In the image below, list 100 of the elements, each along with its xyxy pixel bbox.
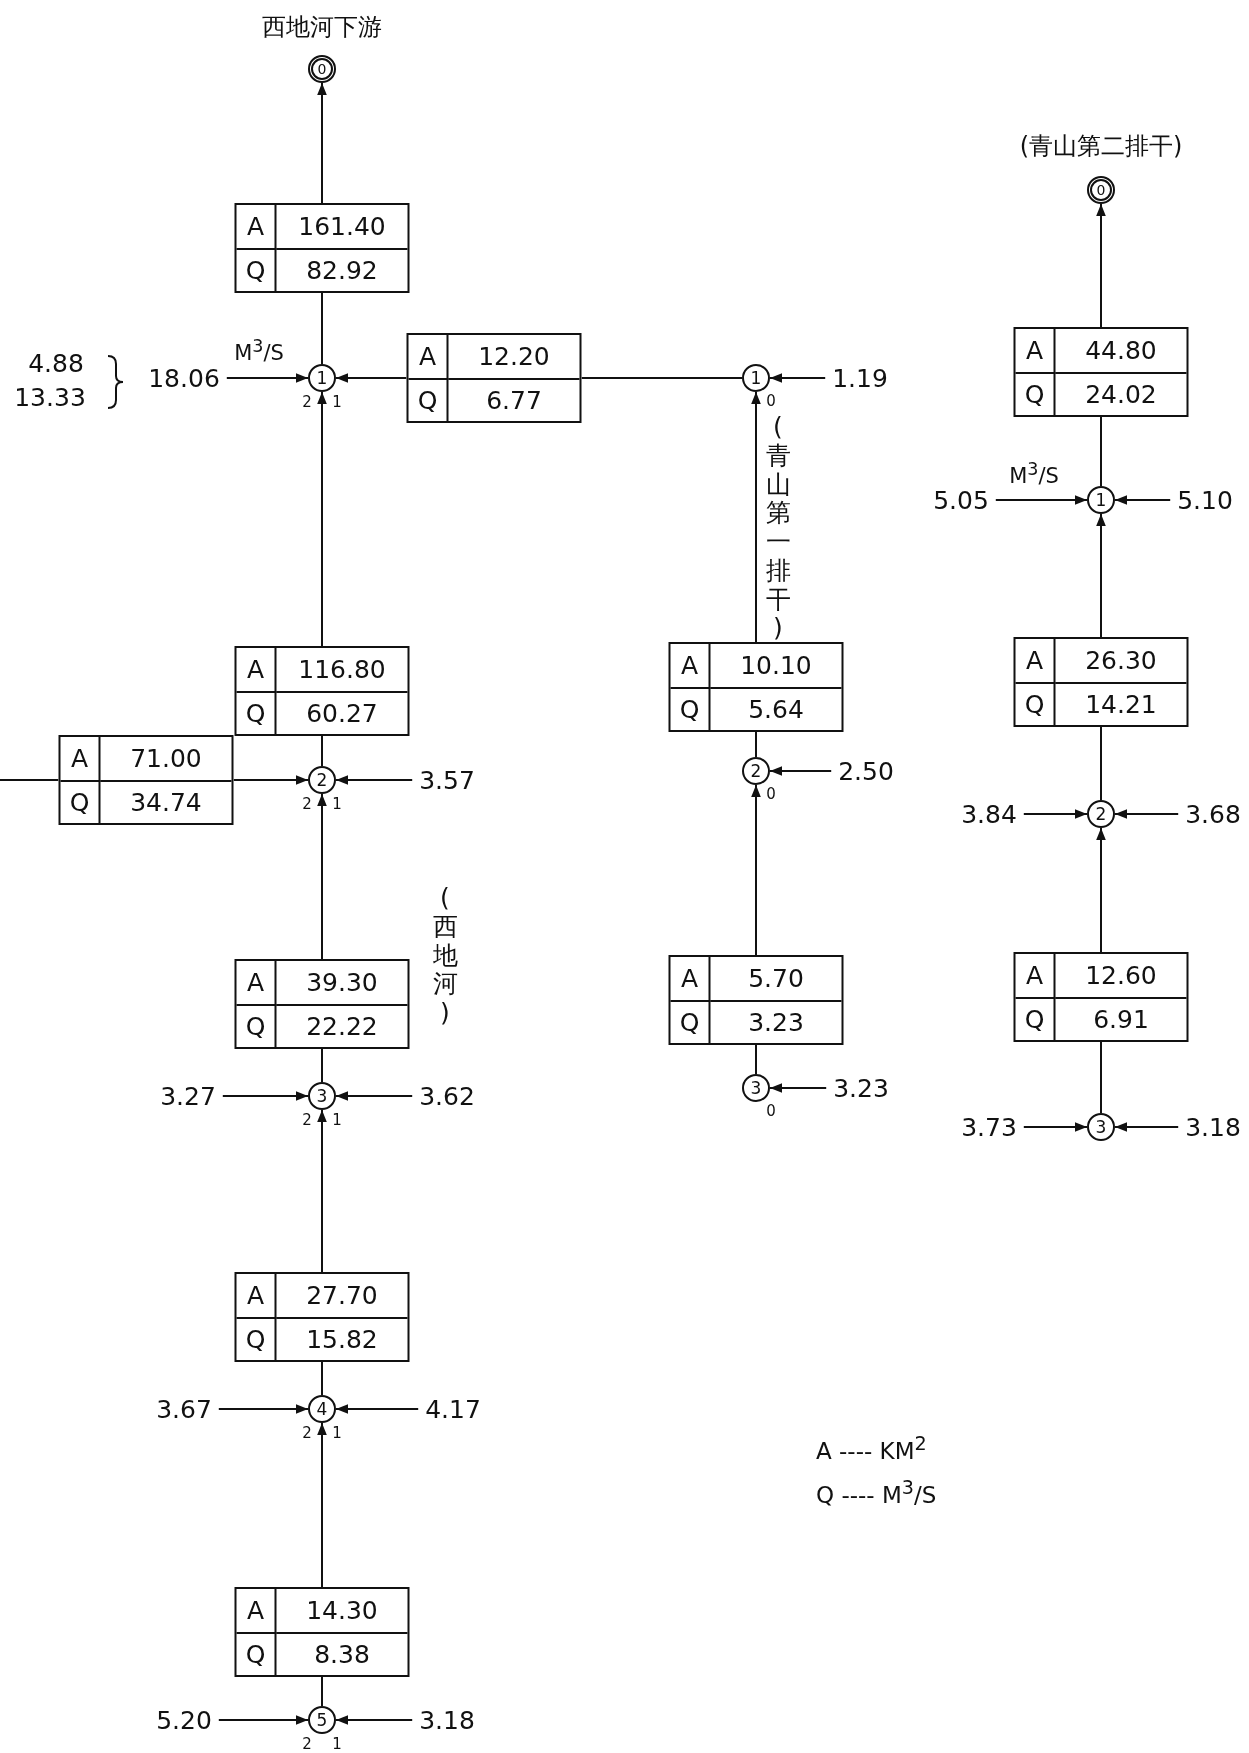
junction-circle: 3 (1087, 1113, 1115, 1141)
branch-number: 2 (302, 796, 312, 812)
table-cell: 22.22 (276, 1004, 408, 1047)
table-cell: A (236, 961, 277, 1004)
table-cell: A (236, 1274, 277, 1317)
junction-circle: 3 (742, 1074, 770, 1102)
connector-line (755, 1044, 757, 1075)
legend-entry: Q ---- M$^{3}$/S (816, 1476, 937, 1508)
table-cell: A (1015, 639, 1056, 682)
table-cell: A (408, 335, 449, 378)
table-cell-text: 71.00 (129, 743, 203, 775)
table-cell-text: 12.60 (1084, 960, 1158, 992)
branch-number: 0 (766, 786, 776, 802)
branch-number: 1 (332, 1425, 342, 1441)
data-table (668, 642, 844, 732)
junction-circle: 0 (1087, 176, 1115, 204)
table-cell: Q (236, 248, 277, 291)
arrow (335, 373, 408, 383)
table-cell-text: 10.10 (739, 650, 813, 682)
table-cell-text: 27.70 (305, 1280, 379, 1312)
arrow (1096, 203, 1106, 328)
table-cell: 8.38 (276, 1632, 408, 1675)
table-cell: Q (670, 1000, 711, 1043)
table-cell: A (236, 1589, 277, 1632)
arrow (1114, 809, 1180, 819)
table-cell: Q (408, 378, 449, 421)
heading-text: (青山第二排干) (1019, 134, 1183, 158)
connector-line (321, 292, 323, 365)
branch-number: 2 (302, 394, 312, 410)
arrow (335, 1091, 414, 1101)
branch-number: 1 (332, 1112, 342, 1128)
table-cell: A (670, 957, 711, 1000)
arrow (769, 766, 833, 776)
flow-value: 3.57 (419, 767, 475, 793)
arrow (1022, 1122, 1088, 1132)
table-cell: 60.27 (276, 691, 408, 734)
arrow (317, 1109, 327, 1273)
vertical-river-name: (西地河) (431, 884, 459, 1028)
connector-line (321, 735, 323, 767)
table-cell-text: 39.30 (305, 967, 379, 999)
connector-line (580, 377, 743, 379)
flow-value: 3.62 (419, 1083, 475, 1109)
arrow (1114, 495, 1172, 505)
table-cell: Q (670, 687, 711, 730)
arrow (751, 391, 761, 643)
junction-circle: 1 (308, 364, 336, 392)
branch-number: 1 (332, 394, 342, 410)
flow-value: 5.20 (156, 1707, 212, 1733)
arrow (317, 391, 327, 647)
table-cell: Q (1015, 372, 1056, 415)
table-cell: A (1015, 954, 1056, 997)
connector-line (321, 1361, 323, 1396)
data-table (58, 735, 234, 825)
flow-value: 4.17 (425, 1396, 481, 1422)
data-table (234, 1272, 410, 1362)
flow-value: 5.05 (933, 487, 989, 513)
branch-number: 2 (302, 1425, 312, 1441)
data-table (406, 333, 582, 423)
table-cell: A (236, 205, 277, 248)
unit-label: M$^{3}$/S (234, 335, 284, 365)
table-cell: Q (1015, 997, 1056, 1040)
data-table (1013, 637, 1189, 727)
vertical-river-name: (青山第一排干) (764, 413, 792, 643)
junction-circle: 2 (742, 757, 770, 785)
flow-value: 18.06 (148, 365, 220, 391)
table-cell: 6.91 (1055, 997, 1187, 1040)
connector-line (321, 1048, 323, 1083)
branch-number: 0 (766, 1103, 776, 1119)
arrow (221, 1091, 309, 1101)
heading-text: 西地河下游 (262, 15, 382, 39)
junction-circle: 0 (308, 55, 336, 83)
table-cell: 24.02 (1055, 372, 1187, 415)
arrow (335, 775, 414, 785)
data-table (1013, 327, 1189, 417)
flow-value: 5.10 (1177, 487, 1233, 513)
table-cell: Q (236, 1632, 277, 1675)
branch-number: 1 (332, 1736, 342, 1752)
arrow (751, 784, 761, 956)
legend-entry: A ---- KM$^{2}$ (816, 1432, 927, 1464)
arrow (217, 1404, 309, 1414)
junction-circle: 5 (308, 1706, 336, 1734)
junction-circle: 2 (1087, 800, 1115, 828)
flow-value: 3.68 (1185, 801, 1241, 827)
branch-number: 0 (766, 393, 776, 409)
table-cell: 82.92 (276, 248, 408, 291)
arrow (1022, 809, 1088, 819)
table-cell: 6.77 (448, 378, 580, 421)
junction-circle: 4 (308, 1395, 336, 1423)
arrow (769, 373, 827, 383)
branch-number: 2 (302, 1112, 312, 1128)
table-cell-text: 12.20 (477, 341, 551, 373)
arrow (232, 775, 309, 785)
branch-number: 2 (302, 1736, 312, 1752)
table-cell: 15.82 (276, 1317, 408, 1360)
flow-value: 3.18 (419, 1707, 475, 1733)
flow-value: 4.88 (28, 348, 84, 378)
arrow (335, 1404, 420, 1414)
connector-line (755, 731, 757, 758)
table-cell-text: 5.70 (747, 963, 805, 995)
data-table (234, 646, 410, 736)
